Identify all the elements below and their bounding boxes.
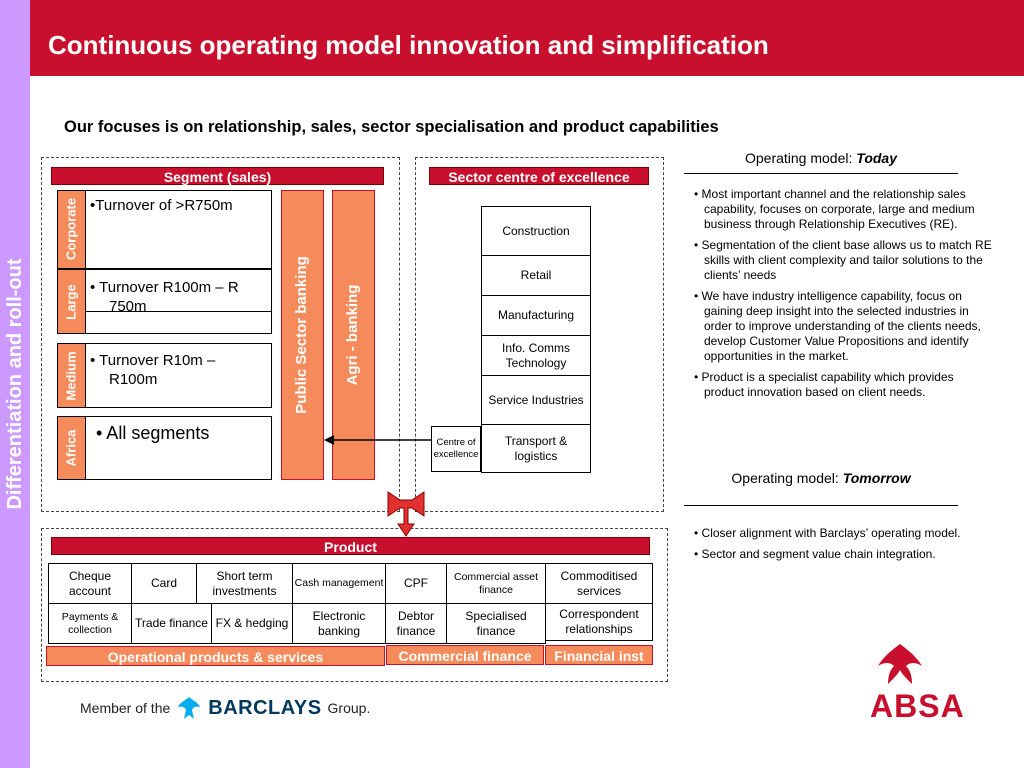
segment-tab: [57, 343, 86, 408]
tomorrow-label: Operating model:: [731, 470, 843, 486]
tomorrow-bullet: • Sector and segment value chain integra…: [694, 547, 936, 561]
tomorrow-bullet: • Closer alignment with Barclays’ operat…: [694, 526, 961, 540]
merge-arrow-shape: [387, 491, 425, 537]
today-emphasis: Today: [856, 150, 897, 166]
sector-item-ict: Info. Comms Technology: [481, 335, 591, 376]
sector-item-retail: Retail: [481, 255, 591, 296]
sector-item-construction: Construction: [481, 206, 591, 256]
tomorrow-heading: Operating model: Tomorrow: [684, 470, 958, 486]
segment-divider: [86, 311, 272, 312]
public-sector-label: Public Sector banking: [293, 256, 310, 414]
segment-tab-label: Medium: [63, 351, 79, 401]
segment-text: • All segments: [96, 423, 210, 443]
product-card: Card: [131, 563, 197, 604]
sector-header: Sector centre of excellence: [429, 167, 649, 185]
today-bullet: • Product is a specialist capability whi…: [694, 370, 954, 399]
sector-item-service: Service Industries: [481, 375, 591, 425]
segment-text: • Turnover R100m – R 750m: [90, 279, 239, 315]
segment-tab: [57, 416, 86, 480]
side-strip: [0, 0, 30, 768]
commercial-finance-bar: Commercial finance: [386, 645, 544, 665]
merge-arrow-icon: [387, 491, 425, 537]
today-heading: Operating model: Today: [684, 150, 958, 166]
agri-bar: [332, 190, 375, 480]
barclays-brand: BARCLAYS: [208, 696, 322, 719]
arrow-left-icon: [324, 435, 334, 445]
segment-tab: [57, 190, 86, 269]
product-short-term-investments: Short term investments: [196, 563, 293, 604]
tomorrow-rule: [684, 505, 958, 506]
arrow-connectors: [324, 435, 431, 445]
subtitle: Our focuses is on relationship, sales, s…: [64, 118, 719, 136]
product-electronic-banking: Electronic banking: [292, 603, 386, 644]
segment-tab-label: Large: [63, 284, 79, 320]
product-cpf: CPF: [385, 563, 447, 604]
operational-products-bar: Operational products & services: [46, 646, 385, 666]
segment-box: [57, 343, 272, 408]
barclays-member-prefix: Member of the: [80, 700, 171, 716]
absa-wordmark: ABSA: [870, 688, 965, 724]
product-specialised-finance: Specialised finance: [446, 603, 546, 644]
segment-tab: [57, 269, 86, 334]
agri-label: Agri - banking: [344, 284, 361, 386]
today-rule: [684, 173, 958, 174]
segment-tab-label: Africa: [63, 429, 79, 467]
segment-header: Segment (sales): [51, 167, 384, 185]
segment-box: [57, 416, 272, 480]
product-debtor-finance: Debtor finance: [385, 603, 447, 644]
segment-panel: [41, 157, 400, 512]
product-correspondent-relationships: Correspondent relationships: [545, 603, 653, 641]
financial-inst-bar: Financial inst: [545, 645, 653, 665]
product-panel: [41, 528, 668, 682]
product-commercial-asset-finance: Commercial asset finance: [446, 563, 546, 604]
tomorrow-emphasis: Tomorrow: [842, 470, 911, 486]
segment-text: •Turnover of >R750m: [90, 197, 233, 214]
tomorrow-bullets: • Closer alignment with Barclays’ operat…: [684, 526, 996, 568]
segment-box: [57, 190, 272, 269]
product-payments-collection: Payments & collection: [48, 603, 132, 644]
product-fx-hedging: FX & hedging: [211, 603, 293, 644]
today-bullets: • Most important channel and the relatio…: [684, 187, 996, 406]
today-bullet: • We have industry intelligence capabili…: [694, 289, 981, 363]
title-bar: [30, 0, 1024, 76]
public-sector-bar: [281, 190, 324, 480]
sector-panel: [415, 157, 664, 512]
barclays-logo: Member of the BARCLAYS Group.: [80, 695, 370, 721]
eagle-icon: [178, 697, 201, 719]
segment-text: • Turnover R10m – R100m: [90, 352, 216, 388]
product-header: Product: [51, 537, 650, 555]
centre-of-excellence-box: Centre of excellence: [431, 426, 481, 472]
side-label: Differentiation and roll-out: [4, 258, 26, 510]
today-label: Operating model:: [744, 150, 857, 166]
today-bullet: • Segmentation of the client base allows…: [694, 238, 992, 282]
sector-item-manufacturing: Manufacturing: [481, 295, 591, 336]
absa-logo-icon: [878, 644, 922, 684]
product-cheque-account: Cheque account: [48, 563, 132, 604]
product-trade-finance: Trade finance: [131, 603, 212, 644]
today-bullet: • Most important channel and the relatio…: [694, 187, 975, 231]
sector-item-transport: Transport & logistics: [481, 424, 591, 473]
page-title: Continuous operating model innovation an…: [48, 30, 769, 60]
product-commoditised-services: Commoditised services: [545, 563, 653, 604]
segment-tab-label: Corporate: [63, 197, 79, 261]
product-cash-management: Cash management: [292, 563, 386, 604]
barclays-member-suffix: Group.: [327, 700, 371, 716]
